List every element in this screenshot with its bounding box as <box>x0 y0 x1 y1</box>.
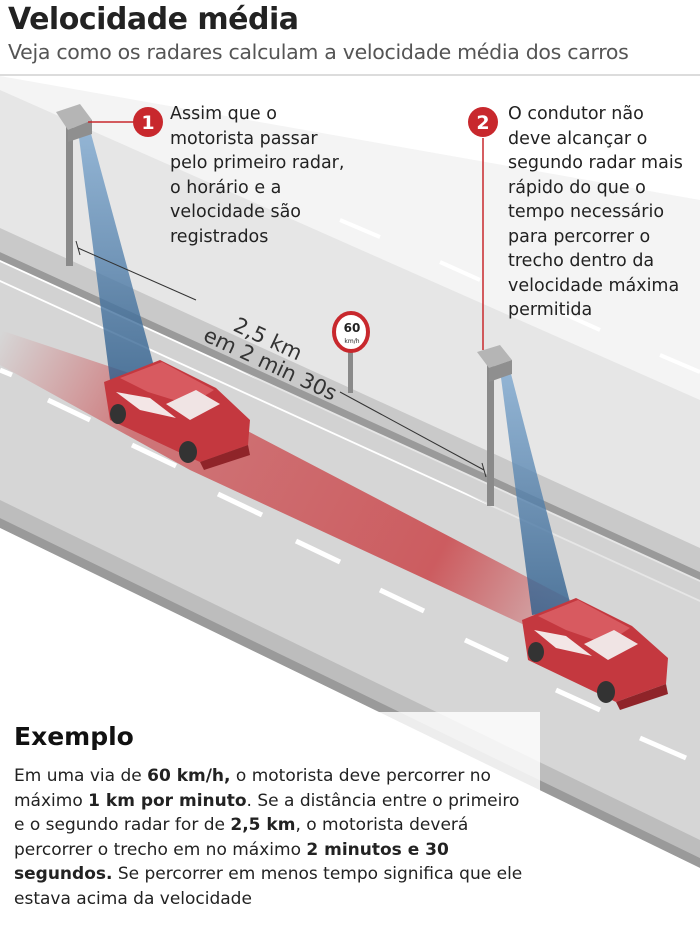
distance-measure <box>75 240 487 478</box>
step-1-text: Assim que o motorista passar pelo primei… <box>170 104 345 247</box>
example-paragraph: Em uma via de 60 km/h, o motorista deve … <box>14 764 534 911</box>
radar-2 <box>477 345 572 615</box>
example-heading: Exemplo <box>14 722 134 751</box>
speed-limit-sign: 60 km/h <box>332 311 370 393</box>
example-text-3: . Se a distância entre o primeiro e o se… <box>14 790 520 836</box>
radar-1 <box>56 104 155 380</box>
sign-number: 60 <box>344 321 361 335</box>
example-bold-3: 2,5 km <box>230 815 296 835</box>
step-badge-2: 2 <box>468 107 498 137</box>
example-bold-4: 2 minutos e 30 segundos. <box>14 839 449 885</box>
example-text-4: , o motorista deverá percorrer o trecho … <box>14 815 469 860</box>
step-badge-1: 1 <box>133 107 163 137</box>
step-badge-1-number: 1 <box>141 112 154 134</box>
car-2 <box>522 598 668 710</box>
example-text-5: Se percorrer em menos tempo significa qu… <box>14 864 523 909</box>
example-bold-2: 1 km por minuto <box>88 790 247 811</box>
example-text-2: o motorista deve percorrer no máximo <box>14 766 491 811</box>
header-divider <box>0 74 700 76</box>
example-bold-1: 60 km/h, <box>147 766 231 786</box>
page-subtitle: Veja como os radares calculam a velocida… <box>8 40 629 64</box>
step-badge-2-number: 2 <box>476 112 489 134</box>
highway-illustration: 2,5 km em 2 min 30s 60 km/h 1 <box>0 76 700 944</box>
example-text-1: Em uma via de <box>14 766 148 786</box>
car-1 <box>104 360 250 470</box>
step-2-text: O condutor não deve alcançar o segundo r… <box>508 104 683 320</box>
sign-unit: km/h <box>344 338 359 345</box>
page-title: Velocidade média <box>8 2 299 37</box>
